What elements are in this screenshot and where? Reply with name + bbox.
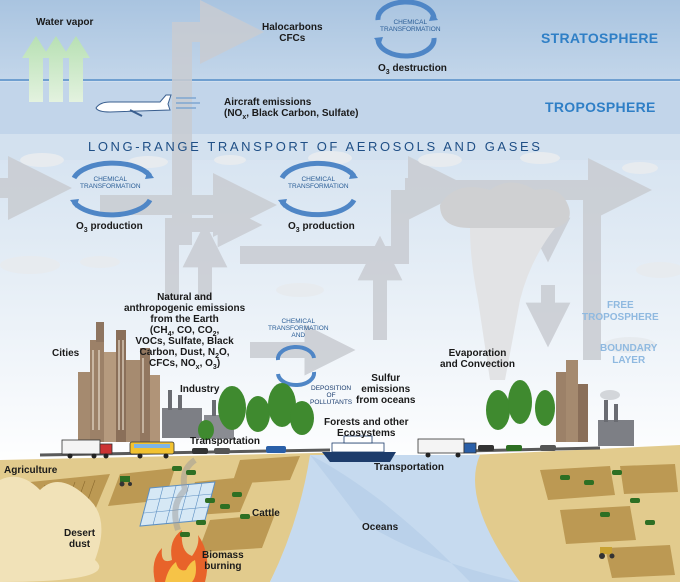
cattle-label: Cattle	[252, 508, 280, 519]
evaporation-label: Evaporation and Convection	[440, 348, 516, 370]
transportation-left-label: Transportation	[190, 436, 261, 447]
sulfur-emissions-label: Sulfur emissions from oceans	[356, 373, 416, 406]
city-skyline	[78, 322, 160, 442]
forests-label: Forests and other Ecosystems	[324, 417, 409, 439]
boundary-layer-label: BOUNDARY LAYER	[600, 343, 658, 366]
upward-arrow-icon	[22, 36, 90, 102]
industry-label: Industry	[180, 384, 220, 395]
desert-dust	[0, 476, 102, 582]
factory-icon	[598, 390, 634, 446]
chemical-transformation-label: CHEMICAL TRANSFORMATION	[80, 176, 141, 190]
stratosphere-label: STRATOSPHERE	[541, 30, 659, 46]
chemical-cycle-icon	[70, 160, 154, 218]
chemical-transformation-label: CHEMICAL TRANSFORMATION	[380, 19, 441, 33]
stratosphere-band	[0, 0, 680, 80]
agriculture-label: Agriculture	[4, 465, 58, 476]
bus-icon	[129, 441, 175, 459]
long-range-transport-banner: LONG-RANGE TRANSPORT OF AEROSOLS AND GAS…	[88, 139, 543, 154]
field-pattern	[540, 464, 678, 578]
troposphere-label: TROPOSPHERE	[545, 99, 656, 115]
truck-icon	[61, 439, 113, 459]
chemical-transformation-label: CHEMICAL TRANSFORMATION	[288, 176, 349, 190]
desert-dust-label: Desert dust	[64, 528, 96, 550]
factory-icon	[162, 390, 234, 439]
deposition-label: DEPOSITION OF POLLUTANTS	[310, 385, 353, 406]
halocarbons-label: Halocarbons CFCs	[262, 22, 323, 44]
chemical-cycle-icon	[374, 0, 438, 59]
transportation-right-label: Transportation	[374, 462, 445, 473]
cities-label: Cities	[52, 348, 80, 359]
car-icon	[192, 445, 556, 454]
cloud-icon	[0, 151, 680, 353]
cow-icon	[172, 466, 655, 537]
ship-icon	[322, 435, 396, 462]
truck-icon	[417, 438, 477, 458]
chemical-transformation-and-label: CHEMICAL TRANSFORMATION AND	[268, 318, 329, 339]
tractor-icon	[119, 476, 615, 559]
biomass-burning-label: Biomass burning	[202, 550, 244, 572]
o3-production-mid-label: O3 production	[288, 221, 355, 234]
chemical-cycle-icon	[278, 160, 358, 218]
city-skyline	[556, 360, 588, 442]
water-vapor-label: Water vapor	[36, 17, 94, 28]
oceans-label: Oceans	[362, 522, 399, 533]
chemical-cycle-icon	[275, 344, 317, 388]
aircraft-emissions-label: Aircraft emissions(NOx, Black Carbon, Su…	[224, 97, 359, 121]
fire-icon	[153, 457, 208, 582]
cloud-icon	[440, 182, 570, 380]
airplane-icon	[95, 94, 200, 117]
o3-destruction-label: O3 destruction	[378, 63, 447, 76]
free-troposphere-label: FREE TROPOSPHERE	[582, 300, 659, 323]
tree-icon	[198, 383, 314, 440]
o3-production-left-label: O3 production	[76, 221, 143, 234]
